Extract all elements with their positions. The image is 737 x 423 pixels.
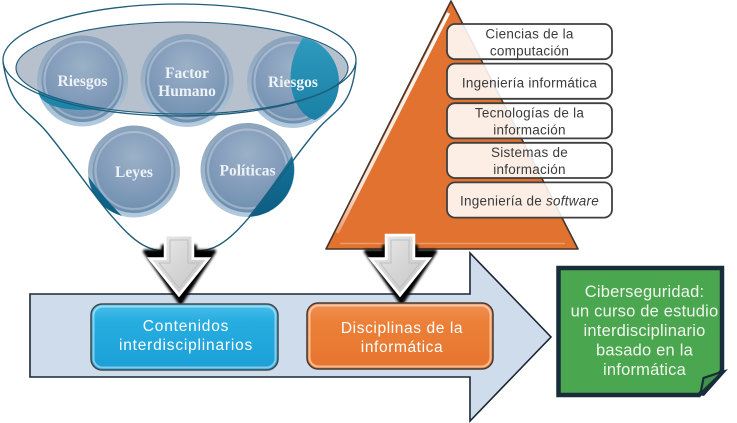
svg-text:Riesgos: Riesgos (58, 73, 108, 90)
svg-text:basado en la: basado en la (596, 342, 694, 360)
svg-text:Factor: Factor (165, 65, 209, 82)
svg-text:Políticas: Políticas (220, 163, 276, 180)
svg-text:información: información (493, 123, 566, 138)
svg-text:Leyes: Leyes (115, 164, 153, 181)
svg-text:Sistemas de: Sistemas de (491, 145, 568, 160)
svg-text:Tecnologías de la: Tecnologías de la (475, 106, 585, 121)
svg-text:Riesgos: Riesgos (268, 74, 318, 91)
svg-text:Ciberseguridad:: Ciberseguridad: (585, 283, 704, 301)
svg-text:Humano: Humano (158, 83, 216, 100)
svg-text:informática: informática (361, 339, 443, 356)
svg-text:Ingeniería de software: Ingeniería de software (460, 193, 599, 208)
svg-text:Ciencias de la: Ciencias de la (485, 26, 574, 41)
svg-text:información: información (493, 162, 566, 177)
svg-text:interdisciplinario: interdisciplinario (584, 322, 706, 340)
svg-text:informática: informática (603, 361, 687, 379)
svg-text:un curso de estudio: un curso de estudio (571, 303, 719, 321)
svg-text:Contenidos: Contenidos (143, 318, 229, 335)
svg-text:Ingeniería informática: Ingeniería informática (462, 76, 598, 91)
svg-text:interdisciplinarios: interdisciplinarios (119, 337, 253, 354)
svg-text:computación: computación (490, 43, 569, 58)
svg-text:Disciplinas de la: Disciplinas de la (341, 320, 463, 337)
